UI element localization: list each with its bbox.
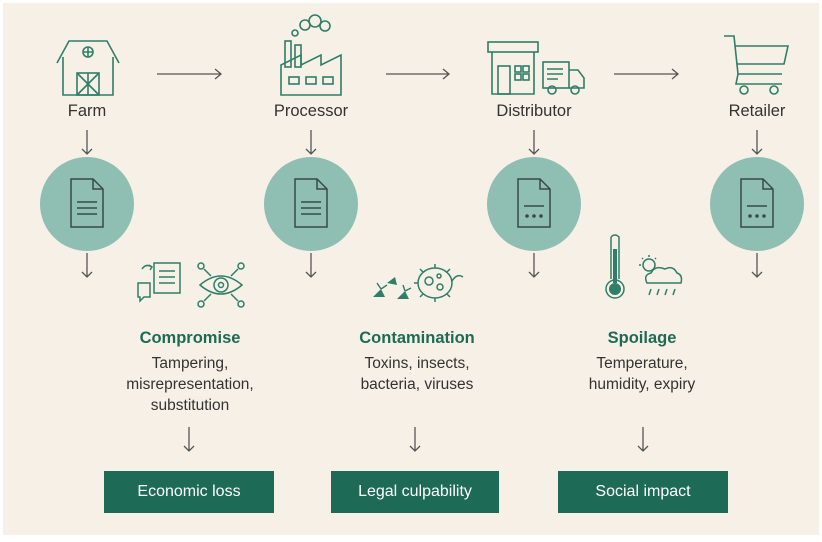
arrow-distributor-below bbox=[528, 253, 540, 278]
risk-description-line: Toxins, insects, bbox=[364, 355, 470, 372]
factory-icon bbox=[279, 13, 345, 102]
arrow-farm-down bbox=[81, 130, 93, 155]
document-circle-retailer bbox=[710, 157, 804, 251]
arrow-compromise-outcome bbox=[183, 427, 195, 452]
document-circle-distributor bbox=[487, 157, 581, 251]
document-lines-icon bbox=[294, 178, 328, 228]
stage-label-retailer: Retailer bbox=[728, 102, 786, 120]
arrow-processor-to-distributor bbox=[386, 68, 451, 80]
thermometer-icon bbox=[603, 233, 627, 306]
shopping-cart-icon bbox=[722, 32, 792, 101]
risk-title-contamination: Contamination bbox=[359, 329, 475, 347]
risk-description-line: Temperature, bbox=[596, 355, 688, 372]
warehouse-truck-icon bbox=[486, 40, 586, 103]
risk-description-line: misrepresentation, bbox=[126, 376, 254, 393]
surveillance-eye-icon bbox=[196, 261, 246, 314]
food-supply-chain-diagram: Farm Processor Distributor Retailer bbox=[3, 3, 819, 535]
document-circle-farm bbox=[40, 157, 134, 251]
arrow-retailer-down bbox=[751, 130, 763, 155]
arrow-contamination-outcome bbox=[409, 427, 421, 452]
outcome-legal-culpability: Legal culpability bbox=[331, 471, 499, 513]
arrow-distributor-down bbox=[528, 130, 540, 155]
document-dots-icon bbox=[517, 178, 551, 228]
stage-label-processor: Processor bbox=[273, 102, 349, 120]
arrow-distributor-to-retailer bbox=[614, 68, 680, 80]
document-circle-processor bbox=[264, 157, 358, 251]
connector-arrows bbox=[81, 68, 763, 452]
document-chat-icon bbox=[136, 261, 186, 312]
outcome-economic-loss: Economic loss bbox=[104, 471, 274, 513]
insects-icon bbox=[371, 275, 413, 308]
document-lines-icon bbox=[70, 178, 104, 228]
arrow-spoilage-outcome bbox=[637, 427, 649, 452]
stage-label-farm: Farm bbox=[67, 102, 107, 120]
arrow-farm-to-processor bbox=[157, 68, 223, 80]
arrow-farm-below bbox=[81, 253, 93, 278]
risk-title-compromise: Compromise bbox=[139, 329, 241, 347]
stage-label-distributor: Distributor bbox=[496, 102, 572, 120]
arrow-retailer-below bbox=[751, 253, 763, 278]
risk-title-spoilage: Spoilage bbox=[607, 329, 677, 347]
risk-description-spoilage: Temperature, humidity, expiry bbox=[542, 353, 742, 395]
bacteria-icon bbox=[413, 259, 465, 308]
risk-description-line: bacteria, viruses bbox=[360, 376, 474, 393]
risk-description-line: humidity, expiry bbox=[588, 376, 696, 393]
risk-description-line: substitution bbox=[150, 397, 230, 414]
document-dots-icon bbox=[740, 178, 774, 228]
risk-description-contamination: Toxins, insects, bacteria, viruses bbox=[317, 353, 517, 395]
barn-icon bbox=[55, 35, 121, 102]
arrow-processor-below bbox=[305, 253, 317, 278]
risk-description-compromise: Tampering, misrepresentation, substituti… bbox=[90, 353, 290, 416]
arrow-processor-down bbox=[305, 130, 317, 155]
weather-icon bbox=[635, 253, 685, 304]
outcome-social-impact: Social impact bbox=[558, 471, 728, 513]
risk-description-line: Tampering, bbox=[151, 355, 229, 372]
